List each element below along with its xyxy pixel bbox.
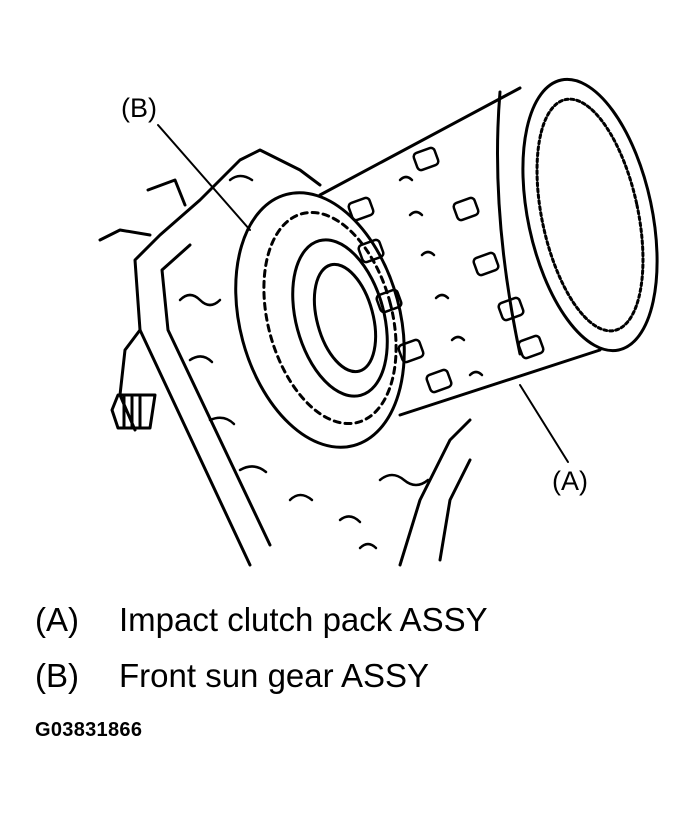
legend-row-a: (A) Impact clutch pack ASSY — [35, 603, 488, 636]
callout-a: (A) — [552, 466, 588, 496]
callout-b: (B) — [121, 93, 157, 123]
legend-text-a: Impact clutch pack ASSY — [119, 601, 488, 638]
legend-text-b: Front sun gear ASSY — [119, 657, 430, 694]
front-sun-gear — [234, 191, 406, 449]
drum-slots — [347, 146, 545, 394]
figure-id: G03831866 — [35, 719, 143, 741]
exploded-part-illustration — [98, 77, 659, 567]
leader-line-b — [157, 124, 251, 231]
legend-key-b: (B) — [35, 657, 79, 694]
leader-line-a — [519, 384, 569, 463]
shaft-stub — [110, 393, 157, 430]
legend-key-a: (A) — [35, 601, 79, 638]
transmission-case-outline — [98, 148, 472, 567]
case-passages — [178, 174, 430, 550]
legend-row-b: (B) Front sun gear ASSY — [35, 659, 429, 692]
